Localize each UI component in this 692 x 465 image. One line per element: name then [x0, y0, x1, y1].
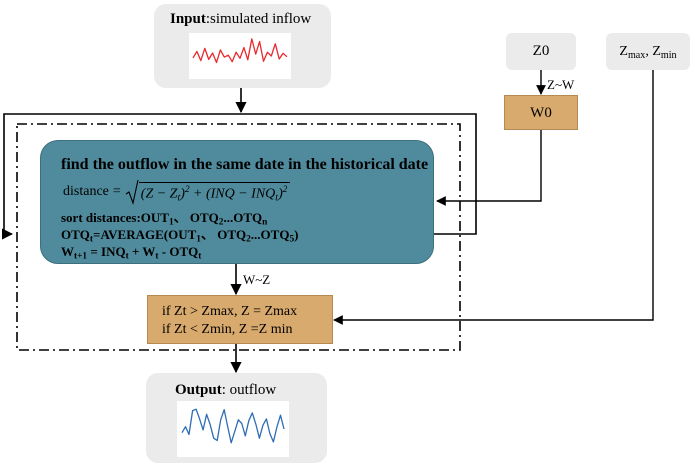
- otq-mid-2: 、 OTQ: [200, 227, 247, 242]
- zmax-symbol: Z: [619, 44, 628, 59]
- w-mid-3: - OTQ: [158, 244, 199, 259]
- w-mid: = INQ: [87, 244, 126, 259]
- sort-sub-n: n: [262, 217, 268, 228]
- otq-average-line: OTQt=AVERAGE(OUT1、 OTQ2...OTQ5): [61, 227, 299, 244]
- output-chart: [177, 401, 289, 457]
- input-title-prefix: Input: [170, 11, 206, 27]
- zmin-subscript: min: [660, 49, 677, 61]
- process-box: find the outflow in the same date in the…: [40, 140, 434, 264]
- w0-label: W0: [530, 105, 552, 121]
- w-prefix: W: [61, 244, 74, 259]
- otq-tail: ...OTQ: [250, 227, 290, 242]
- distance-formula-lhs: distance: [63, 184, 109, 199]
- w-sub-inq: t: [125, 251, 129, 262]
- zlimits-separator: ,: [645, 44, 653, 59]
- w0-box: W0: [504, 95, 578, 130]
- limit-line-2: if Zt < Zmin, Z =Z min: [162, 322, 293, 337]
- z0-label: Z0: [532, 43, 550, 59]
- input-box: Input:simulated inflow: [154, 4, 331, 88]
- input-chart-svg: [192, 38, 288, 64]
- otq-sub-5: 5: [289, 234, 295, 245]
- edge-label-w-z: W~Z: [243, 272, 271, 287]
- loop-boundary: [16, 123, 461, 351]
- feedback-loop-line: [1, 113, 477, 240]
- limit-box: if Zt > Zmax, Z = Zmax if Zt < Zmin, Z =…: [147, 295, 333, 344]
- otq-sub-1: 1: [196, 234, 201, 245]
- sort-sub-2: 2: [218, 217, 224, 228]
- w0-to-process-arrow: [436, 130, 542, 206]
- output-chart-svg: [181, 408, 285, 444]
- input-chart: [189, 33, 291, 79]
- w-sub-otq: t: [198, 251, 202, 262]
- sqrt-sign: [125, 179, 139, 205]
- w-mid-2: + W: [128, 244, 156, 259]
- zlimits-label: Zmax, Zmin: [606, 44, 690, 61]
- output-box: Output: outflow: [146, 373, 327, 463]
- otq-mid: =AVERAGE(OUT: [93, 227, 197, 242]
- zlimits-to-limit-arrow: [333, 70, 654, 325]
- input-title: Input:simulated inflow: [170, 12, 311, 27]
- water-balance-line: Wt+1 = INQt + Wt - OTQt: [61, 244, 201, 261]
- process-title: find the outflow in the same date in the…: [61, 156, 429, 173]
- input-title-suffix: :simulated inflow: [205, 11, 312, 27]
- sort-prefix: sort distances:OUT: [61, 210, 169, 225]
- sort-distances-line: sort distances:OUT1、 OTQ2...OTQn: [61, 210, 267, 227]
- formula-equals: =: [112, 184, 121, 199]
- otq-sub-2: 2: [246, 234, 251, 245]
- distance-formula: distance = (Z − Zt)2 + (INQ − INQt)2: [63, 179, 291, 205]
- otq-prefix: OTQ: [61, 227, 90, 242]
- output-series-line: [181, 408, 285, 444]
- output-title: Output: outflow: [175, 383, 276, 398]
- w-sub-next: t+1: [74, 251, 88, 262]
- zlimits-box: Zmax, Zmin: [606, 33, 690, 70]
- input-series-line: [192, 38, 288, 64]
- sort-sub-1: 1: [168, 217, 174, 228]
- limit-line-1: if Zt > Zmax, Z = Zmax: [162, 304, 298, 319]
- edge-label-z-w: Z~W: [547, 77, 575, 92]
- output-title-suffix: : outflow: [221, 382, 277, 398]
- otq-end: ): [294, 227, 299, 242]
- output-title-prefix: Output: [175, 382, 222, 398]
- sqrt-radicand: (Z − Zt)2 + (INQ − INQt)2: [138, 182, 291, 203]
- zmax-subscript: max: [627, 49, 646, 61]
- sort-tail: ...OTQ: [223, 210, 263, 225]
- w-sub-w: t: [155, 251, 159, 262]
- z0-box: Z0: [506, 33, 576, 70]
- sort-mid: 、 OTQ: [173, 210, 219, 225]
- zmin-symbol: Z: [652, 44, 661, 59]
- otq-sub-t: t: [89, 234, 94, 245]
